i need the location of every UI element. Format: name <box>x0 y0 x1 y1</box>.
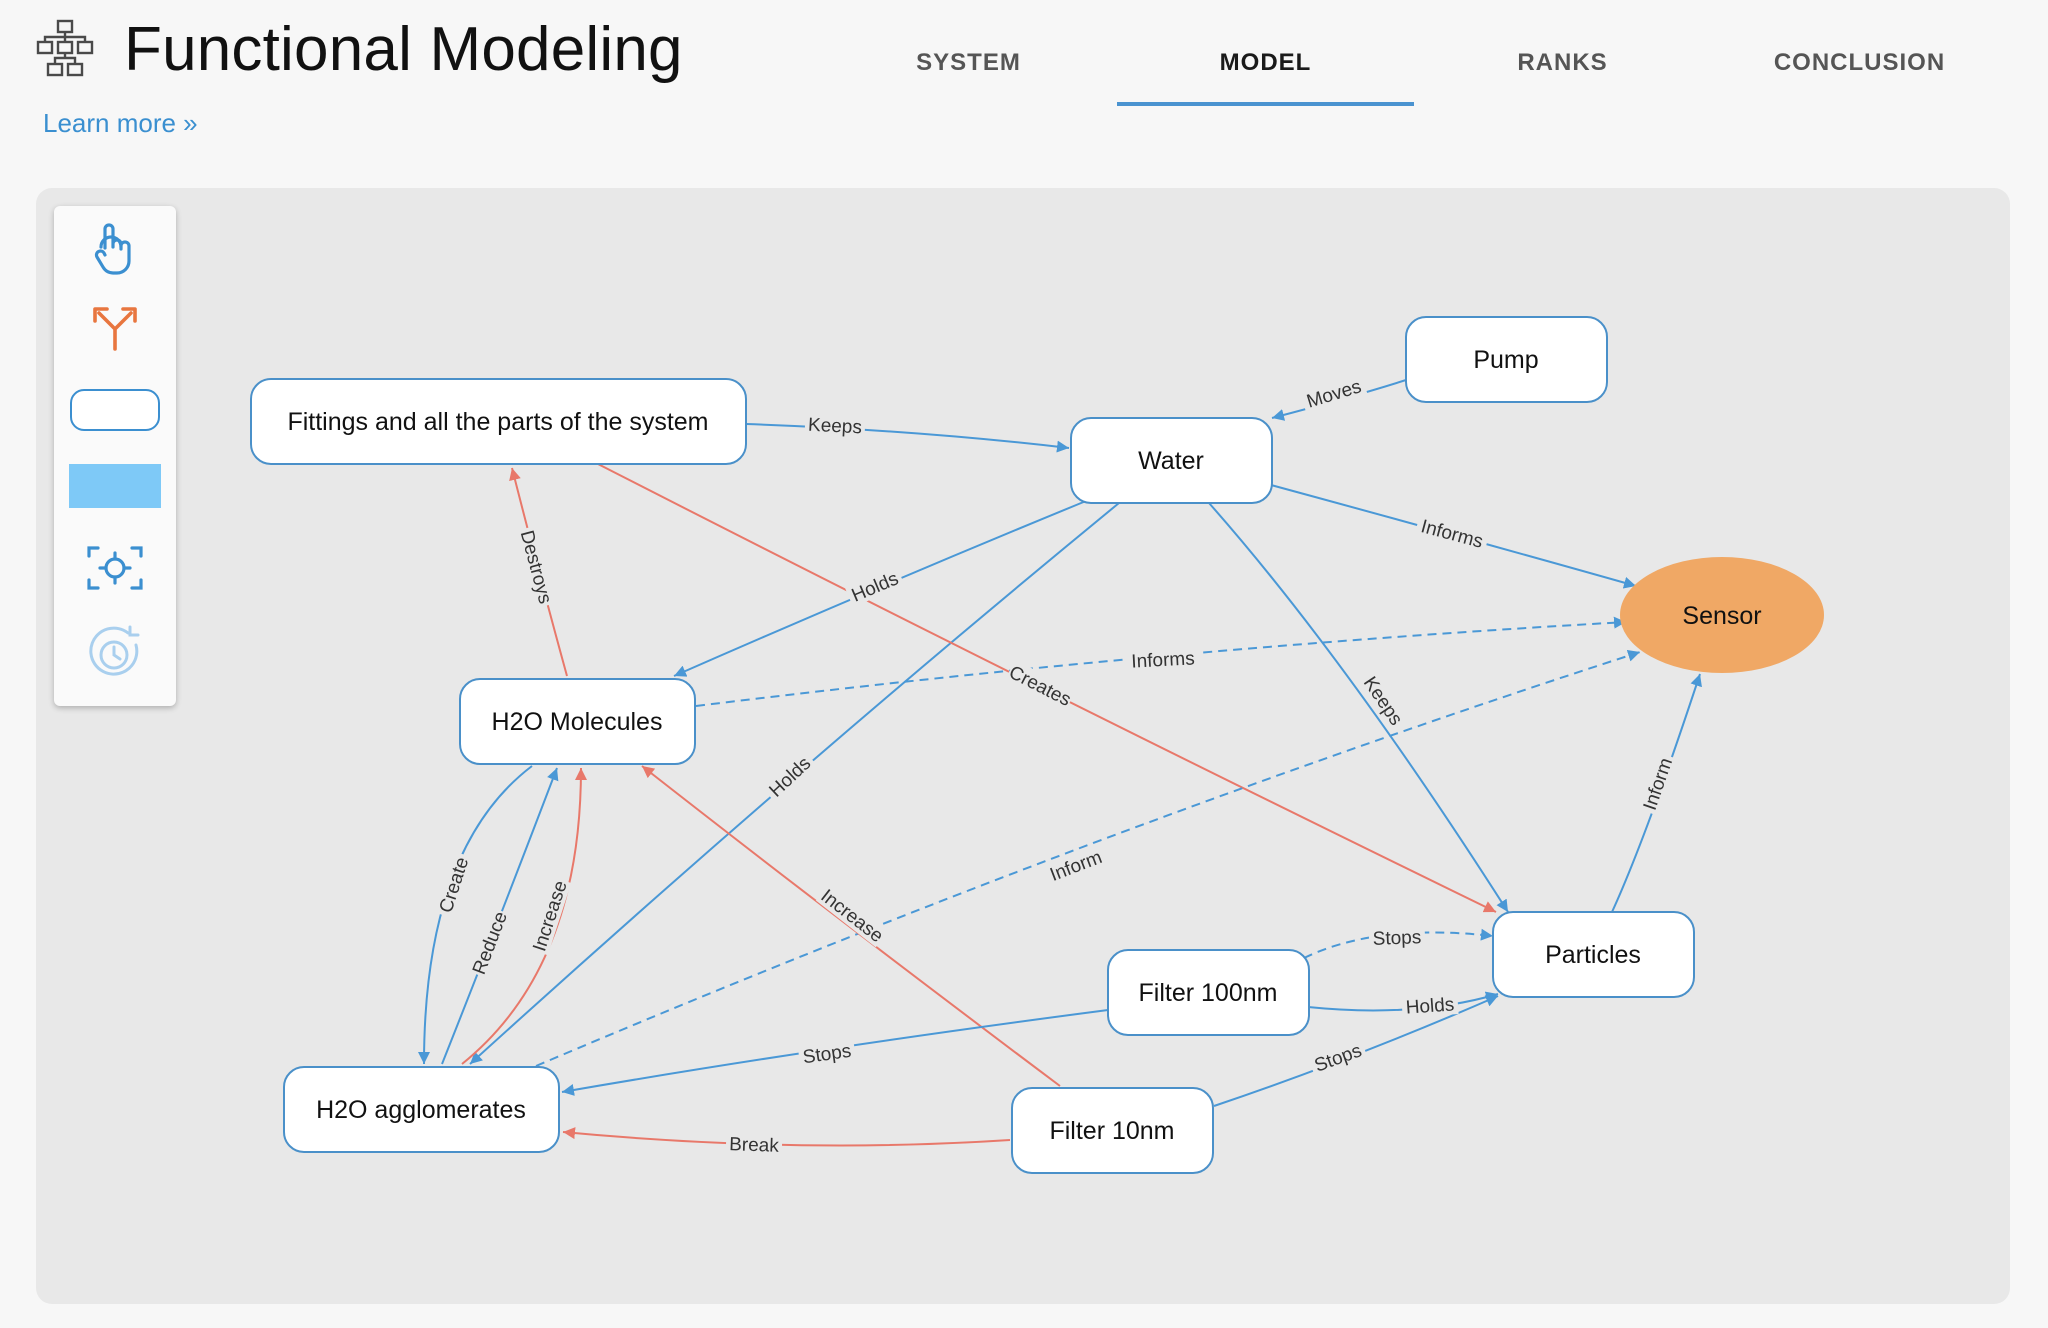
node-fittings[interactable]: Fittings and all the parts of the system <box>250 378 747 465</box>
node-label: Particles <box>1545 941 1641 969</box>
focus-target-icon <box>87 546 143 590</box>
node-particles[interactable]: Particles <box>1492 911 1695 998</box>
edge-label: Reduce <box>469 909 512 978</box>
node-filter-10nm[interactable]: Filter 10nm <box>1011 1087 1214 1174</box>
node-sensor[interactable]: Sensor <box>1620 557 1824 673</box>
tab-model[interactable]: MODEL <box>1117 30 1414 106</box>
edge-filter100-stops-particles[interactable] <box>1303 928 1494 959</box>
node-label: H2O Molecules <box>492 708 663 736</box>
center-view-tool[interactable] <box>54 528 176 608</box>
edge-label: Inform <box>1047 847 1105 886</box>
edge-label: Keeps <box>808 415 863 439</box>
edge-label: Create <box>436 855 474 916</box>
clock-refresh-icon <box>89 625 140 676</box>
node-h2o-molecules[interactable]: H2O Molecules <box>459 678 696 765</box>
tool-palette <box>54 206 176 706</box>
rectangle-swatch <box>69 464 161 508</box>
flowchart-logo-icon <box>36 19 94 77</box>
node-water[interactable]: Water <box>1070 417 1273 504</box>
edge-h2o-agglomerates-inform-sensor[interactable] <box>535 649 1641 1067</box>
app-header: Functional Modeling Learn more » SYSTEM … <box>0 0 2048 180</box>
hand-pointer-icon <box>94 223 131 275</box>
node-filter-100nm[interactable]: Filter 100nm <box>1107 949 1310 1036</box>
edge-label: Increase <box>529 878 571 954</box>
edge-fittings-keeps-water[interactable] <box>745 423 1070 453</box>
edge-label: Informs <box>1131 648 1195 672</box>
connect-tool[interactable] <box>54 288 176 368</box>
split-arrow-icon <box>93 307 137 351</box>
app-title: Functional Modeling <box>124 15 683 84</box>
diagram-canvas[interactable]: Keeps Moves Informs Holds Holds Keeps Cr… <box>36 188 2010 1304</box>
learn-more-link[interactable]: Learn more » <box>43 108 198 138</box>
tab-ranks[interactable]: RANKS <box>1517 49 1608 76</box>
rounded-rectangle-swatch <box>70 389 160 431</box>
node-label: Filter 10nm <box>1049 1117 1174 1145</box>
node-label: H2O agglomerates <box>316 1096 526 1124</box>
diagram-svg: Keeps Moves Informs Holds Holds Keeps Cr… <box>250 316 1824 1174</box>
node-label: Water <box>1138 447 1204 475</box>
edge-label: Break <box>729 1134 780 1157</box>
history-tool[interactable] <box>54 612 176 692</box>
edge-filter10-break-h2o-agglomerates[interactable] <box>562 1127 1011 1147</box>
node-pump[interactable]: Pump <box>1405 316 1608 403</box>
edge-label: Destroys <box>516 528 556 606</box>
pointer-tool[interactable] <box>54 206 176 286</box>
edge-label: Stops <box>1372 927 1421 950</box>
node-label: Fittings and all the parts of the system <box>287 408 708 436</box>
node-label: Sensor <box>1682 602 1761 630</box>
tab-conclusion[interactable]: CONCLUSION <box>1773 49 1946 76</box>
edge-label: Increase <box>817 886 887 947</box>
main-tabs: SYSTEM MODEL RANKS CONCLUSION <box>820 30 2020 110</box>
edge-water-keeps-particles[interactable] <box>1208 502 1509 913</box>
node-h2o-agglomerates[interactable]: H2O agglomerates <box>283 1066 560 1153</box>
node-label: Filter 100nm <box>1139 979 1278 1007</box>
edge-label: Holds <box>1405 994 1455 1018</box>
tab-system[interactable]: SYSTEM <box>916 49 1021 76</box>
node-label: Pump <box>1473 346 1538 374</box>
rounded-node-tool[interactable] <box>54 370 176 450</box>
edge-h2o-agglomerates-increase-h2o-molecules[interactable] <box>461 767 587 1065</box>
edge-h2o-molecules-create-h2o-agglomerates[interactable] <box>418 765 533 1065</box>
edge-particles-inform-sensor[interactable] <box>1611 673 1702 913</box>
edge-label: Creates <box>1005 662 1074 711</box>
rect-node-tool[interactable] <box>54 446 176 526</box>
